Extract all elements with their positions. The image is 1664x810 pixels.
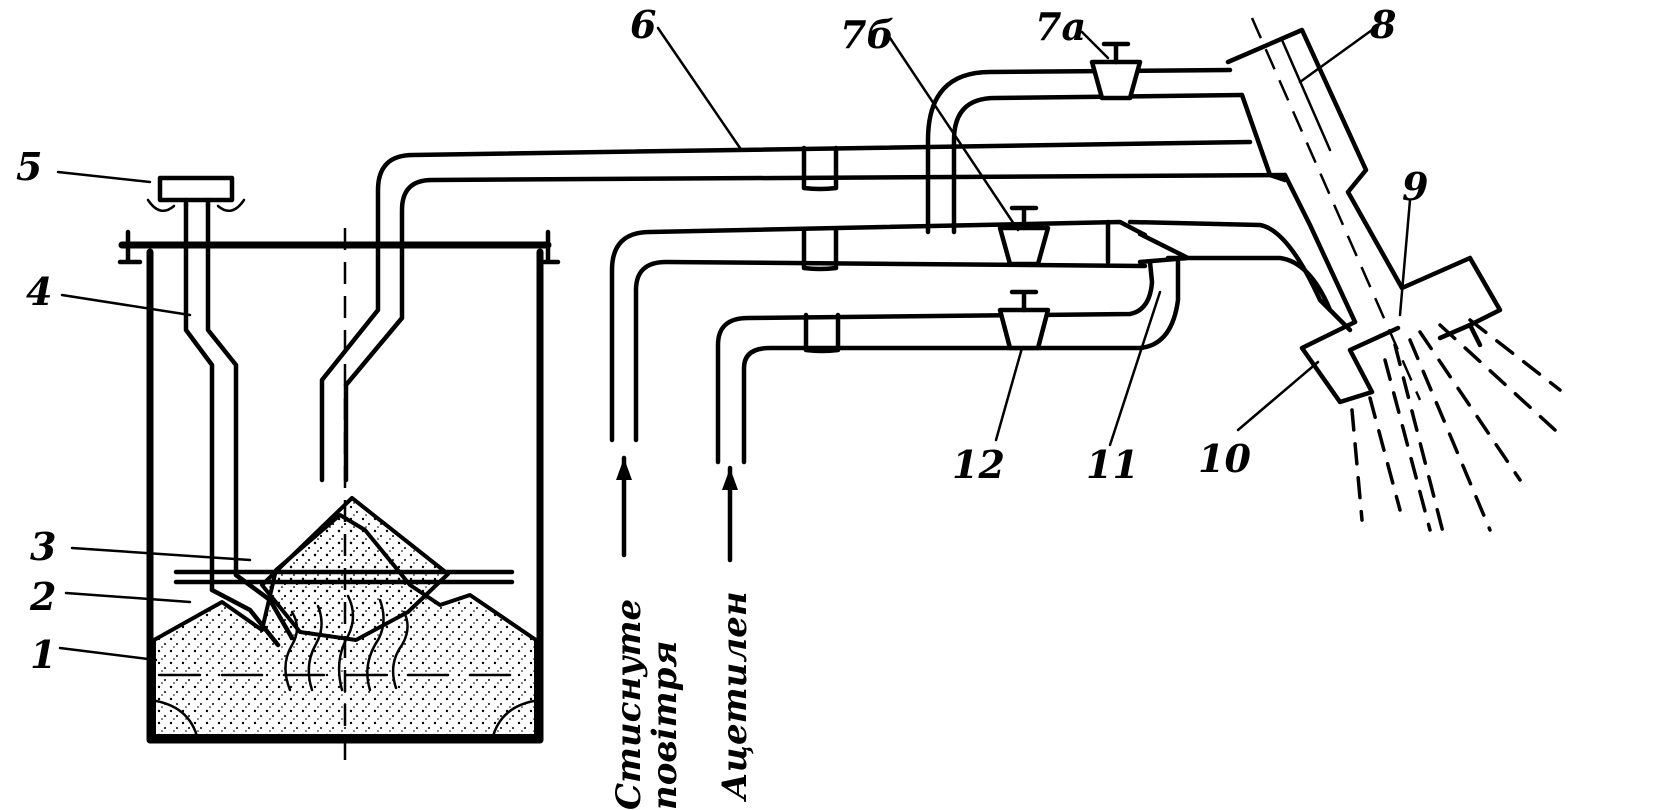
vent-cap (146, 175, 246, 213)
air-inlet-label-line2: повітря (645, 641, 685, 810)
air-inlet-label-line1: Стиснуте (609, 599, 649, 810)
pipe-7b (609, 219, 1148, 443)
pipe-4 (183, 202, 239, 593)
label-4: 4 (26, 269, 52, 314)
leader-lines (56, 26, 1412, 662)
label-9: 9 (1402, 164, 1428, 209)
label-1: 1 (30, 632, 56, 677)
pipe-6 (319, 139, 1288, 483)
acetylene-inlet-arrow (722, 465, 738, 563)
torch (1225, 17, 1503, 405)
spray (1350, 318, 1562, 542)
valve-12 (997, 289, 1051, 351)
label-3: 3 (30, 524, 56, 569)
label-8: 8 (1369, 2, 1396, 47)
valve-7b (997, 205, 1051, 267)
pipe-3-nozzle (209, 572, 295, 648)
gas-flow-lines (284, 594, 409, 692)
mixer (1137, 231, 1333, 313)
label-7b: 7б (840, 12, 894, 57)
sand-cone (260, 496, 450, 642)
label-10: 10 (1198, 436, 1251, 481)
label-7a: 7a (1035, 4, 1086, 49)
label-12: 12 (952, 442, 1005, 487)
inner-plate (173, 569, 515, 585)
label-2: 2 (29, 574, 56, 619)
label-6: 6 (630, 2, 656, 47)
valve-7a (1089, 41, 1143, 101)
pipe-acetylene (715, 259, 1181, 465)
label-11: 11 (1086, 442, 1139, 487)
acetylene-inlet-label: Ацетилен (715, 591, 755, 803)
label-5: 5 (16, 144, 42, 189)
air-inlet-arrow (616, 455, 632, 558)
pipe-7a (925, 67, 1245, 235)
